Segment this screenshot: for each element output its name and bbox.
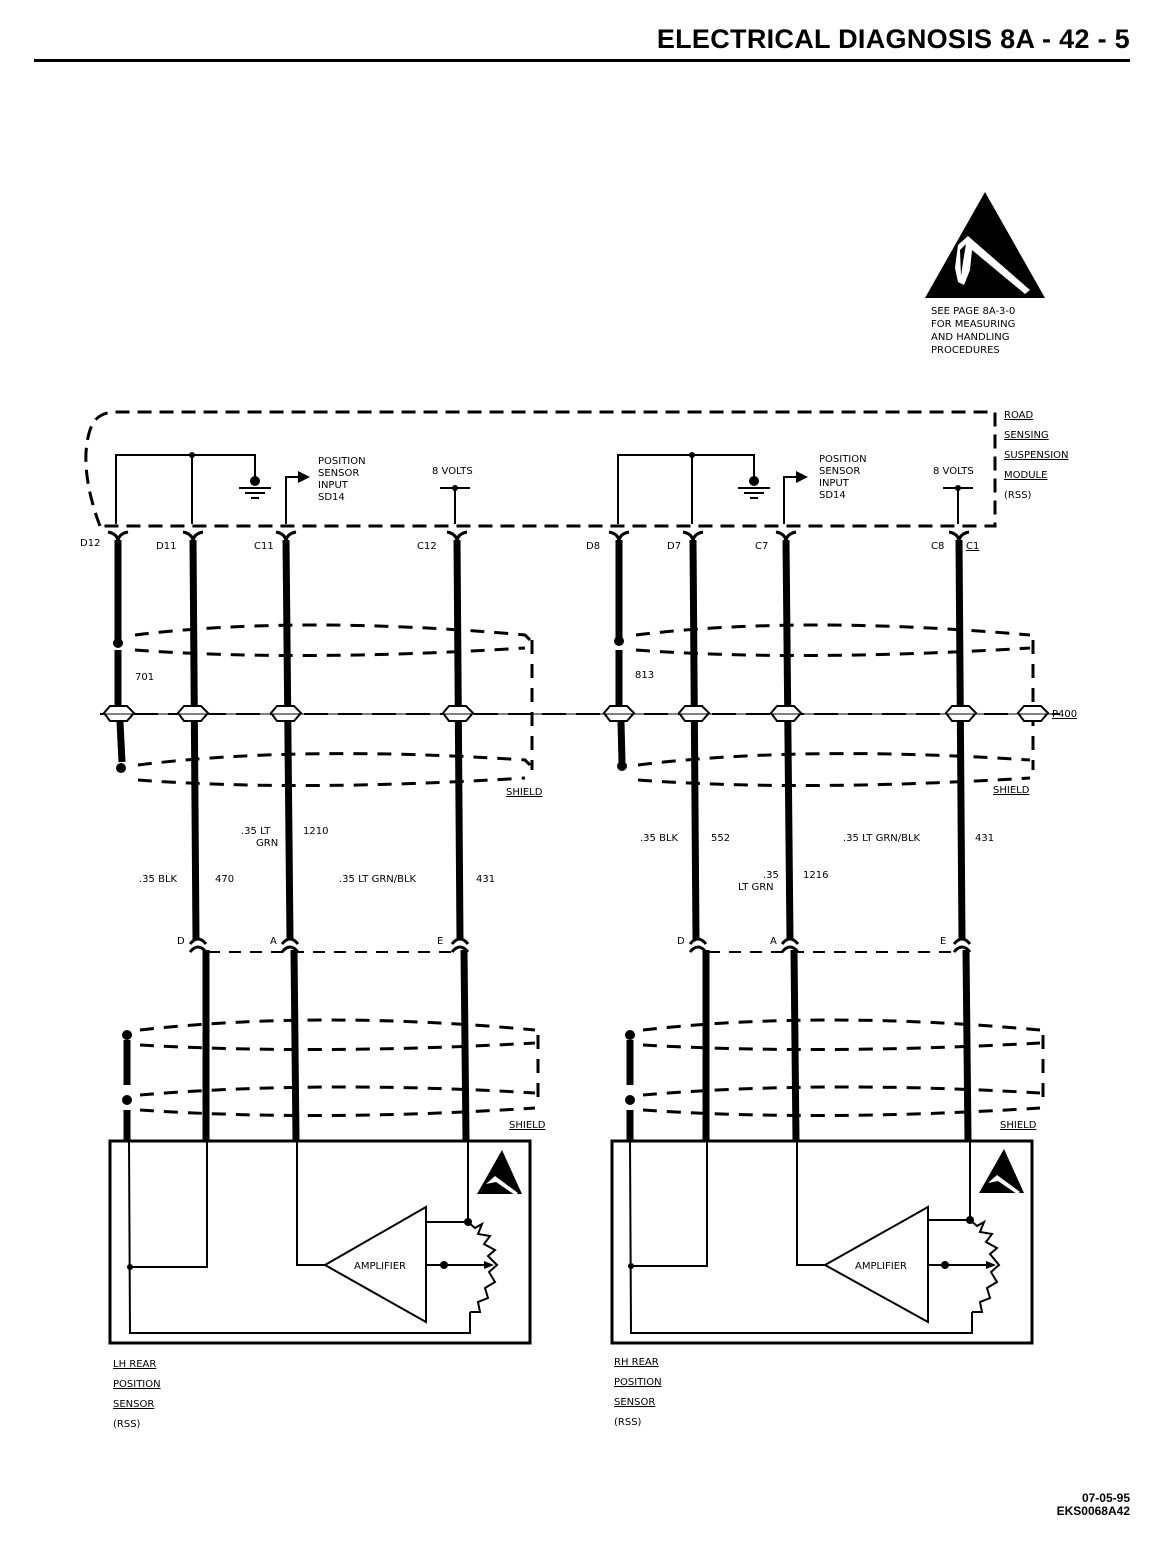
lh-rear-position-sensor: AMPLIFIER: [108, 1139, 532, 1345]
junction-dot: [452, 485, 458, 491]
pin-label: D7: [667, 541, 681, 552]
signal-arrow-icon: [298, 471, 310, 483]
svg-text:SUSPENSION: SUSPENSION: [1004, 450, 1069, 461]
amplifier-label: AMPLIFIER: [855, 1261, 907, 1272]
pin-label: C12: [417, 541, 437, 552]
right-circuit: POSITION SENSOR INPUT SD14 8 VOLTS D8 D7…: [586, 452, 1045, 1428]
sensor-pin-label: A: [770, 936, 777, 947]
svg-text:8 VOLTS: 8 VOLTS: [432, 466, 473, 477]
pin-label: C11: [254, 541, 274, 552]
svg-text:RH REAR: RH REAR: [614, 1357, 659, 1368]
svg-text:8 VOLTS: 8 VOLTS: [933, 466, 974, 477]
svg-text:LH REAR: LH REAR: [113, 1359, 156, 1370]
rss-module-label: ROAD SENSING SUSPENSION MODULE (RSS): [1004, 410, 1069, 501]
svg-text:POSITION: POSITION: [819, 454, 867, 465]
signal-arrow-icon: [796, 471, 808, 483]
p400-label: P400: [1052, 709, 1077, 720]
wire-circuit: 552: [711, 833, 730, 844]
shield-label: SHIELD: [1000, 1120, 1037, 1131]
sensor-pin-label: A: [270, 936, 277, 947]
esd-warning-icon: [925, 192, 1045, 298]
wire-color: .35 LT: [241, 826, 271, 837]
esd-text-line: AND HANDLING: [931, 332, 1010, 343]
esd-text-line: SEE PAGE 8A-3-0: [931, 306, 1015, 317]
wire-circuit: 431: [975, 833, 994, 844]
svg-text:(RSS): (RSS): [614, 1417, 642, 1428]
wire-circuit: 1210: [303, 826, 328, 837]
amplifier-label: AMPLIFIER: [354, 1261, 406, 1272]
wire-circuit: 431: [476, 874, 495, 885]
wire-color: .35 LT GRN/BLK: [339, 874, 417, 885]
sensor-pin-label: E: [940, 936, 946, 947]
svg-text:POSITION: POSITION: [113, 1379, 161, 1390]
svg-text:SD14: SD14: [819, 490, 846, 501]
sensor-pin-label: D: [677, 936, 685, 947]
esd-icon: [477, 1150, 522, 1195]
esd-notice: SEE PAGE 8A-3-0 FOR MEASURING AND HANDLI…: [925, 192, 1045, 356]
wire-color: .35 BLK: [139, 874, 178, 885]
wire-color: GRN: [256, 838, 278, 849]
svg-text:SENSOR: SENSOR: [614, 1397, 655, 1408]
svg-text:ROAD: ROAD: [1004, 410, 1033, 421]
wire-color: .35 BLK: [640, 833, 679, 844]
svg-text:SENSOR: SENSOR: [819, 466, 860, 477]
page-title: ELECTRICAL DIAGNOSIS 8A - 42 - 5: [656, 24, 1130, 54]
svg-text:SENSOR: SENSOR: [113, 1399, 154, 1410]
header-rule: [34, 59, 1130, 62]
svg-text:SD14: SD14: [318, 492, 345, 503]
esd-icon: [979, 1149, 1024, 1194]
sensor-pin-label: E: [437, 936, 443, 947]
footer-code: EKS0068A42: [1056, 1504, 1130, 1518]
left-circuit: POSITION SENSOR INPUT SD14 8 VOLTS D12 D…: [80, 452, 546, 1430]
svg-text:(RSS): (RSS): [1004, 490, 1032, 501]
svg-text:(RSS): (RSS): [113, 1419, 141, 1430]
svg-text:INPUT: INPUT: [318, 480, 349, 491]
connector-ref: C1: [966, 541, 979, 552]
footer: 07-05-95 EKS0068A42: [1057, 1492, 1130, 1518]
wire-color: LT GRN: [738, 882, 774, 893]
shield-label: SHIELD: [506, 787, 543, 798]
ground-icon: [250, 476, 260, 486]
rh-rear-position-sensor: AMPLIFIER: [610, 1139, 1034, 1345]
wire-color: .35: [763, 870, 779, 881]
svg-text:POSITION: POSITION: [614, 1377, 662, 1388]
wire-circuit: 1216: [803, 870, 828, 881]
sensor-pin-label: D: [177, 936, 185, 947]
shield-wire-number: 813: [635, 670, 654, 681]
wire-color: .35 LT GRN/BLK: [843, 833, 921, 844]
shield-label: SHIELD: [993, 785, 1030, 796]
pin-label: D8: [586, 541, 600, 552]
svg-text:SENSING: SENSING: [1004, 430, 1049, 441]
shield-label: SHIELD: [509, 1120, 546, 1131]
esd-text-line: FOR MEASURING: [931, 319, 1015, 330]
svg-text:POSITION: POSITION: [318, 456, 366, 467]
ground-icon: [749, 476, 759, 486]
junction-dot: [189, 452, 195, 458]
esd-text-line: PROCEDURES: [931, 345, 1000, 356]
pin-label: C7: [755, 541, 768, 552]
shield-wire-number: 701: [135, 672, 154, 683]
svg-text:MODULE: MODULE: [1004, 470, 1047, 481]
wire-circuit: 470: [215, 874, 234, 885]
rss-module-boundary: [84, 410, 997, 528]
pin-label: C8: [931, 541, 944, 552]
pin-label: D12: [80, 538, 100, 549]
pin-label: D11: [156, 541, 176, 552]
svg-text:INPUT: INPUT: [819, 478, 850, 489]
svg-text:SENSOR: SENSOR: [318, 468, 359, 479]
inline-connector-p400: P400: [100, 705, 1077, 722]
page-header: ELECTRICAL DIAGNOSIS 8A - 42 - 5: [0, 0, 1168, 70]
footer-date: 07-05-95: [1081, 1491, 1130, 1505]
